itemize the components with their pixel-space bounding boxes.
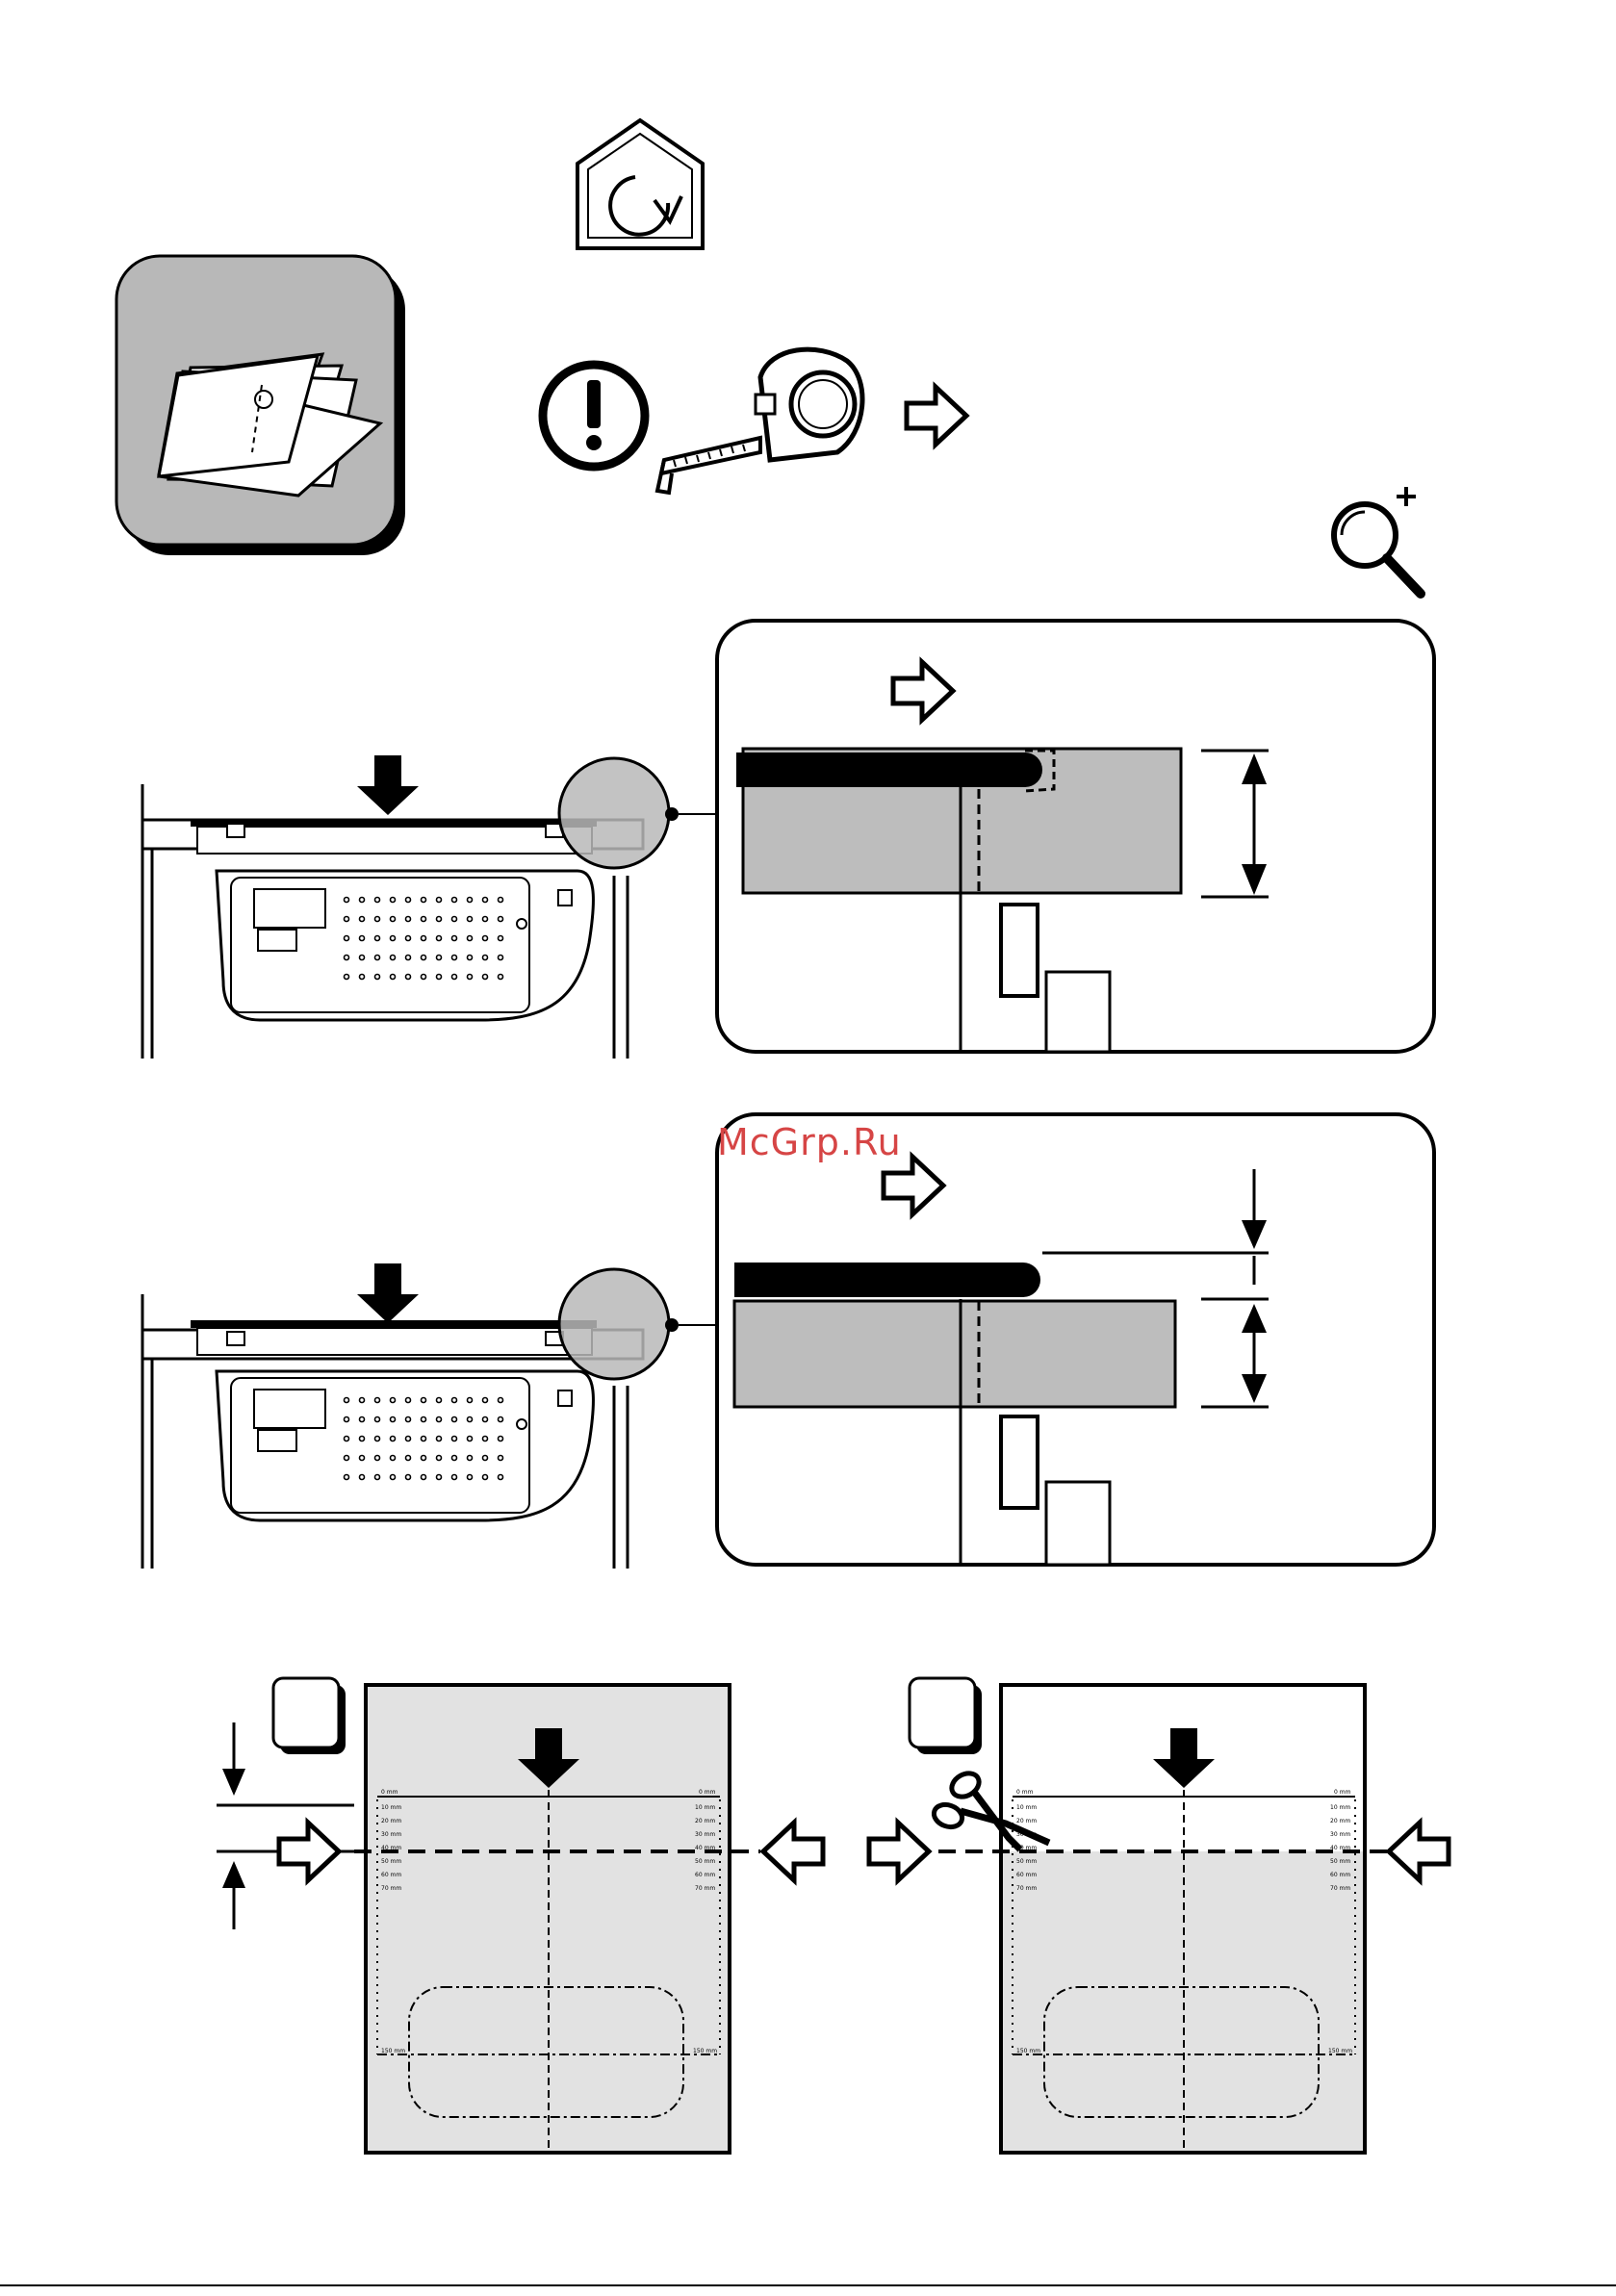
house-rotate-icon: [577, 120, 703, 248]
ruler-label: 50 mm: [1330, 1858, 1350, 1865]
ruler-label: 20 mm: [1016, 1818, 1037, 1824]
ruler-label: 0 mm: [1016, 1789, 1034, 1796]
manual-pages-icon: [116, 256, 405, 555]
ruler-label: 60 mm: [695, 1872, 715, 1878]
ruler-label: 0 mm: [381, 1789, 398, 1796]
cooktop-install-diagram-1: [142, 755, 717, 1059]
detail-panel-2: [717, 1114, 1434, 1565]
ruler-label: 60 mm: [381, 1872, 401, 1878]
ruler-label: 50 mm: [381, 1858, 401, 1865]
arrow-left-template-2: [1389, 1823, 1449, 1880]
detail-panel-1: [717, 621, 1434, 1052]
ruler-label: 0 mm: [699, 1789, 716, 1796]
arrow-right-template-2: [869, 1823, 929, 1880]
ruler-label: 10 mm: [695, 1804, 715, 1811]
ruler-label: 30 mm: [1016, 1831, 1037, 1838]
ruler-label: 10 mm: [1330, 1804, 1350, 1811]
ruler-label: 150 mm: [1328, 2048, 1352, 2054]
ruler-label: 150 mm: [1016, 2048, 1040, 2054]
tape-measure-icon: [657, 349, 862, 493]
outline-arrow-right-icon: [907, 387, 966, 445]
ruler-label: 70 mm: [1330, 1885, 1350, 1892]
cutout-template-1: [366, 1685, 730, 2153]
ruler-label: 70 mm: [1016, 1885, 1037, 1892]
ruler-label: 10 mm: [1016, 1804, 1037, 1811]
ruler-label: 60 mm: [1016, 1872, 1037, 1878]
ruler-label: 30 mm: [1330, 1831, 1350, 1838]
arrow-left-template-1: [763, 1823, 823, 1880]
ruler-label: 10 mm: [381, 1804, 401, 1811]
magnifier-plus-icon: [1334, 487, 1421, 594]
ruler-label: 30 mm: [695, 1831, 715, 1838]
ruler-label: 60 mm: [1330, 1872, 1350, 1878]
ruler-label: 40 mm: [1330, 1845, 1350, 1851]
ruler-label: 20 mm: [1330, 1818, 1350, 1824]
ruler-label: 0 mm: [1334, 1789, 1351, 1796]
ruler-label: 30 mm: [381, 1831, 401, 1838]
ruler-label: 40 mm: [381, 1845, 401, 1851]
cutout-template-2: [1001, 1685, 1365, 2153]
cooktop-install-diagram-2: [142, 1263, 717, 1569]
ruler-label: 70 mm: [381, 1885, 401, 1892]
ruler-label: 20 mm: [381, 1818, 401, 1824]
ruler-label: 150 mm: [381, 2048, 405, 2054]
exclamation-icon: [543, 365, 645, 467]
ruler-label: 150 mm: [693, 2048, 717, 2054]
ruler-label: 20 mm: [695, 1818, 715, 1824]
ruler-label: 40 mm: [695, 1845, 715, 1851]
ruler-label: 50 mm: [695, 1858, 715, 1865]
page-bottom-rule: [0, 2284, 1616, 2286]
step-box-2: [910, 1678, 982, 1754]
watermark-text: McGrp.Ru: [717, 1121, 902, 1163]
ruler-label: 70 mm: [695, 1885, 715, 1892]
ruler-label: 50 mm: [1016, 1858, 1037, 1865]
ruler-label: 40 mm: [1016, 1845, 1037, 1851]
step-box-1: [273, 1678, 346, 1754]
arrow-right-template-1: [279, 1823, 339, 1880]
